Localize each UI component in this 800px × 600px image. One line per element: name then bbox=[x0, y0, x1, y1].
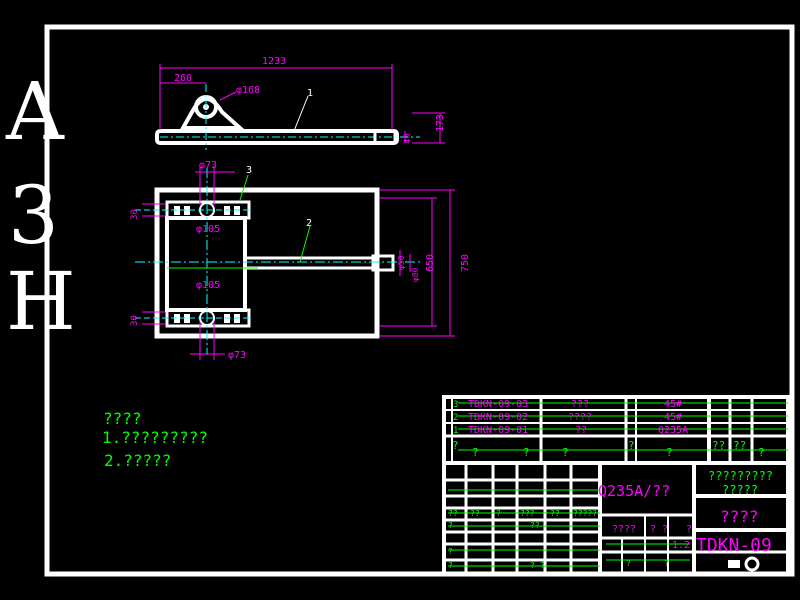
shaft-coupling bbox=[371, 254, 395, 272]
small-mark: ?? bbox=[530, 521, 540, 530]
dim-slot-b: φ80 bbox=[411, 267, 420, 282]
bom-row: 3 TDKN-09-03 ??? 45# bbox=[453, 399, 682, 410]
header-mark: ? bbox=[628, 439, 635, 452]
title-block-frame bbox=[442, 395, 790, 576]
dim-side-bot-text: 30 bbox=[130, 315, 140, 326]
sheet-size-letter-3: 3 bbox=[8, 169, 59, 262]
small-mark: ? bbox=[448, 547, 453, 556]
item-label-1: 1 bbox=[307, 88, 313, 99]
small-mark: ? bbox=[664, 559, 669, 568]
dim-slot-a: φ50 bbox=[397, 255, 406, 270]
sheet-size-letter-h: H bbox=[6, 255, 76, 348]
bom-no: 3 bbox=[453, 400, 458, 410]
leader-item1 bbox=[293, 95, 309, 132]
projection-symbol bbox=[744, 556, 760, 572]
dim-inner-top: φ105 bbox=[196, 224, 220, 235]
notes-line-2: 2.????? bbox=[104, 451, 171, 470]
side-view: 1233 260 φ168 1 173 40 bbox=[155, 56, 446, 150]
dim-260: 260 bbox=[174, 73, 192, 84]
dim-750: 750 bbox=[460, 254, 471, 272]
bom-material: 45# bbox=[664, 412, 682, 423]
small-mark: ??? bbox=[520, 509, 535, 518]
bom-name: ??? bbox=[571, 399, 589, 410]
small-mark: ? bbox=[626, 559, 631, 568]
drawing-name: ???? bbox=[720, 507, 759, 526]
company-name-2: ????? bbox=[722, 483, 758, 497]
top-view: φ73 φ73 3 2 30 30 φ105 φ105 750 650 φ50 … bbox=[130, 160, 471, 361]
item-label-2: 2 bbox=[306, 218, 312, 229]
dim-bot-dia-text: φ73 bbox=[228, 350, 246, 361]
dim-side-top-text: 30 bbox=[130, 209, 140, 220]
notes-line-1: 1.????????? bbox=[102, 428, 208, 447]
small-mark: ? bbox=[496, 509, 501, 518]
bom-material: 45# bbox=[664, 399, 682, 410]
scale-mark: ? bbox=[650, 524, 656, 535]
header-mark: ? bbox=[472, 446, 479, 459]
leader-item2 bbox=[299, 225, 311, 263]
dim-hole-dia: φ168 bbox=[236, 85, 260, 96]
header-mark: ?? bbox=[712, 439, 725, 452]
bom-no: 2 bbox=[453, 413, 458, 423]
bom-code: TDKN-09-02 bbox=[468, 412, 528, 423]
dim-40: 40 bbox=[403, 133, 413, 144]
header-mark: ? bbox=[758, 446, 765, 459]
bom-no: 1 bbox=[453, 426, 458, 436]
leader-item3 bbox=[239, 174, 249, 201]
scale-marks: ???? ? ? ? 1:2 bbox=[612, 524, 692, 551]
shaft-end bbox=[373, 129, 397, 145]
header-mark: ? bbox=[452, 439, 459, 452]
small-mark: ????? bbox=[573, 509, 597, 518]
scale-mark: ???? bbox=[612, 524, 636, 535]
header-mark: ? bbox=[523, 446, 530, 459]
leader-hole bbox=[219, 91, 237, 101]
dim-173: 173 bbox=[435, 114, 446, 132]
bom-name: ???? bbox=[568, 412, 592, 423]
small-mark: ?? bbox=[470, 509, 480, 518]
dim-1233: 1233 bbox=[262, 56, 286, 67]
material-spec: Q235A/?? bbox=[598, 482, 670, 500]
scale-mark: ? bbox=[662, 524, 668, 535]
bom-name: ?? bbox=[575, 425, 587, 436]
header-mark: ? bbox=[562, 446, 569, 459]
dim-650: 650 bbox=[425, 254, 436, 272]
scale-mark: ? bbox=[686, 524, 692, 535]
small-marks: ?? ?? ? ??? ?? ????? ? ?? ? ? ? ? ? ? bbox=[448, 509, 669, 570]
bom-code: TDKN-09-03 bbox=[468, 399, 528, 410]
bearing-pedestal bbox=[179, 97, 246, 130]
small-mark: ? bbox=[530, 561, 535, 570]
company-name: ????????? bbox=[708, 469, 773, 483]
small-mark: ? bbox=[448, 561, 453, 570]
bom-table: 3 TDKN-09-03 ??? 45# 2 TDKN-09-02 ???? 4… bbox=[453, 399, 688, 436]
title-block bbox=[442, 395, 790, 576]
sheet-border bbox=[44, 24, 795, 577]
notes-title: ???? bbox=[103, 409, 142, 428]
item-label-3: 3 bbox=[246, 165, 252, 176]
small-mark: ?? bbox=[550, 509, 560, 518]
header-mark: ? bbox=[666, 446, 673, 459]
small-mark: ?? bbox=[448, 509, 458, 518]
small-mark: ? bbox=[448, 521, 453, 530]
small-mark: ? bbox=[540, 561, 545, 570]
bom-row: 2 TDKN-09-02 ???? 45# bbox=[453, 412, 682, 423]
bom-material: Q235A bbox=[658, 425, 688, 436]
outer-frame bbox=[154, 187, 380, 339]
technical-notes: ???? 1.????????? 2.????? bbox=[102, 409, 208, 470]
bom-code: TDKN-09-01 bbox=[468, 425, 528, 436]
dim-inner-bottom: φ105 bbox=[196, 280, 220, 291]
bom-row: 1 TDKN-09-01 ?? Q235A bbox=[453, 425, 688, 436]
sheet-size-letter-a: A bbox=[6, 65, 64, 158]
header-marks: ? ? ? ? ? ? ?? ?? ? bbox=[452, 439, 765, 459]
central-shaft bbox=[243, 256, 377, 270]
scale-mark: 1:2 bbox=[672, 540, 690, 551]
header-mark: ?? bbox=[733, 439, 746, 452]
drawing-number: TDKN-09 bbox=[696, 535, 772, 556]
dim-top-dia-text: φ73 bbox=[199, 160, 217, 171]
